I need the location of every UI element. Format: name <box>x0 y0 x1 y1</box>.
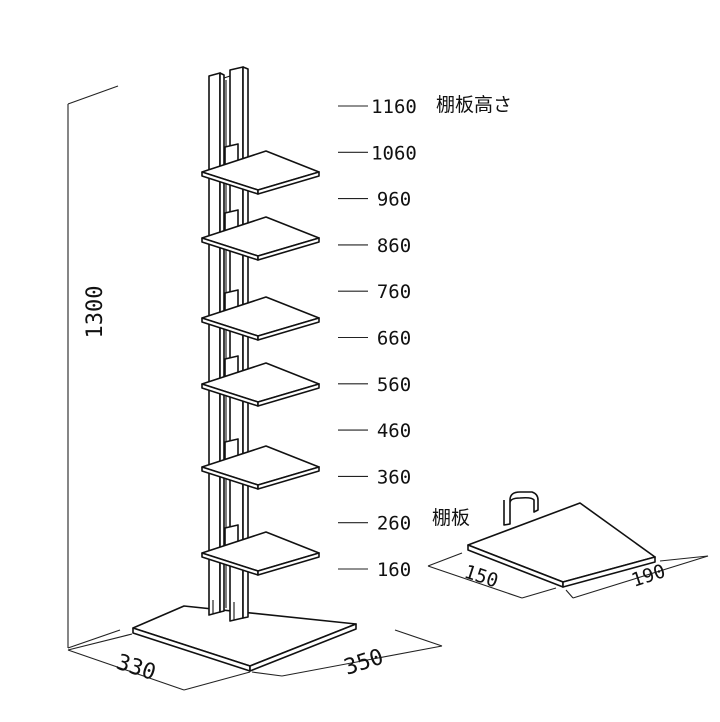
height-label: 260 <box>377 513 411 535</box>
height-label: 960 <box>377 189 411 211</box>
shelf <box>201 143 320 195</box>
base-plate <box>132 605 357 672</box>
height-label: 660 <box>377 328 411 350</box>
height-label: 160 <box>377 559 411 581</box>
height-label: 560 <box>377 374 411 396</box>
height-label: 360 <box>377 466 411 488</box>
height-dimension: 1300 <box>67 85 121 649</box>
height-label: 460 <box>377 420 411 442</box>
height-label: 860 <box>377 235 411 257</box>
shelf <box>201 355 320 407</box>
shelf <box>201 438 320 490</box>
shelves <box>201 143 320 576</box>
shelf-depth-value: 150 <box>461 561 500 593</box>
shelf-detail-label: 棚板 <box>432 507 470 529</box>
shelf <box>201 289 320 341</box>
height-label: 1160 <box>371 96 417 118</box>
height-label: 760 <box>377 281 411 303</box>
shelf <box>201 524 320 576</box>
base-width-value: 350 <box>341 645 387 681</box>
shelf-detail: 棚板 150 190 <box>427 491 709 599</box>
height-label: 1060 <box>371 142 417 164</box>
height-title: 棚板高さ <box>436 94 512 116</box>
base-depth-value: 330 <box>113 650 159 686</box>
height-value: 1300 <box>83 286 108 339</box>
height-levels: 1160 1060 960 860 760 660 560 460 360 260 160 <box>338 96 417 581</box>
shelf <box>201 209 320 261</box>
